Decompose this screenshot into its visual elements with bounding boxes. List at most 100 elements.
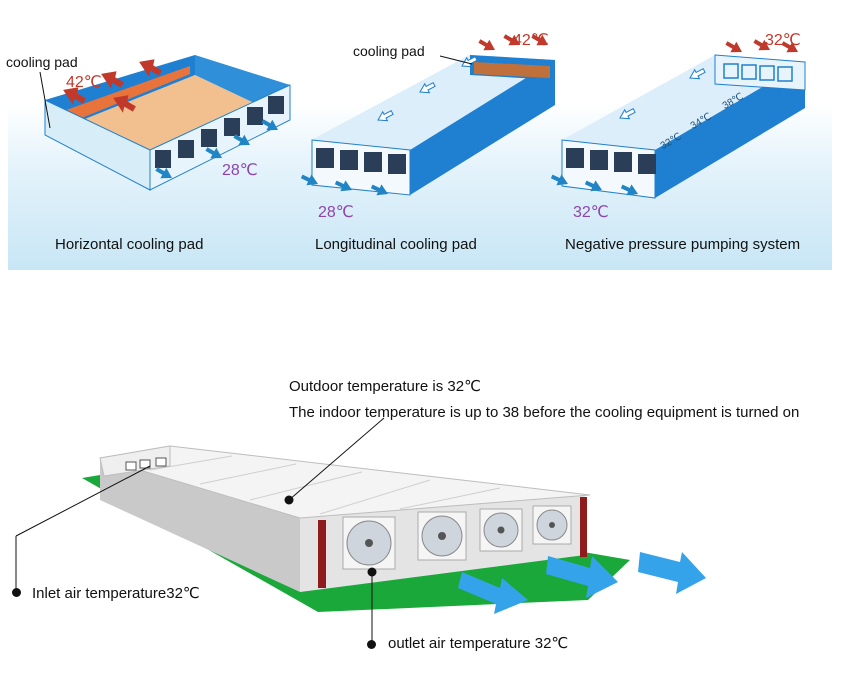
corner-post xyxy=(580,497,587,557)
long-side-wall xyxy=(100,458,300,592)
wall-airflow-arrows xyxy=(690,100,787,160)
airflow-arrow-icon xyxy=(732,124,747,134)
cooling-pad-strip xyxy=(474,62,550,78)
airflow-arrow-icon xyxy=(619,108,636,120)
wall-airflow-arrows xyxy=(440,98,537,160)
hot-arrow-icon xyxy=(63,87,86,105)
airflow-arrow-icon xyxy=(419,82,436,94)
large-fan-row xyxy=(342,505,572,570)
hot-arrow-icon xyxy=(781,41,798,53)
corner-post xyxy=(318,520,326,588)
hot-arrow-icon xyxy=(531,34,548,46)
panel-caption: Horizontal cooling pad xyxy=(55,236,204,253)
cool-arrow-icon xyxy=(550,174,568,186)
window-icon xyxy=(777,66,793,82)
outflow-arrows xyxy=(458,552,706,614)
fan-row xyxy=(316,148,406,174)
cool-arrow-icon xyxy=(233,134,250,146)
airflow-arrow-icon xyxy=(689,68,706,80)
airflow-arrow-icon xyxy=(638,552,706,594)
cooling-pad-label: cooling pad xyxy=(6,54,78,70)
outlet-bullet xyxy=(367,640,376,649)
airflow-arrow-icon xyxy=(522,98,537,108)
hot-temperature-label: 32℃ xyxy=(765,32,801,49)
fan-icon xyxy=(316,148,334,168)
airflow-arrow-icon xyxy=(458,572,528,614)
fan-icon xyxy=(532,505,572,545)
house-floor xyxy=(312,55,555,150)
cool-temperature-label: 32℃ xyxy=(573,204,609,221)
fan-icon xyxy=(614,152,632,172)
hot-air-arrows xyxy=(63,59,162,113)
window-icon xyxy=(759,65,775,81)
cool-air-arrows xyxy=(550,174,638,196)
inlet-windows xyxy=(723,63,793,82)
roof-panels xyxy=(149,455,501,515)
fan-icon xyxy=(479,508,523,552)
window-icon xyxy=(155,457,167,467)
fan-icon xyxy=(268,96,284,114)
fan-icon xyxy=(178,140,194,158)
fan-icon xyxy=(388,154,406,174)
hot-arrow-icon xyxy=(101,71,124,89)
inlet-pointer-line xyxy=(15,465,151,537)
fan-icon xyxy=(247,107,263,125)
hot-arrow-icon xyxy=(478,39,495,51)
fan-row xyxy=(566,148,656,174)
fan-row xyxy=(155,96,284,168)
cool-arrow-icon xyxy=(584,180,602,192)
cool-arrow-icon xyxy=(205,147,222,159)
hot-arrow-icon xyxy=(139,59,162,77)
pad-pointer-line xyxy=(39,71,51,129)
fan-icon xyxy=(638,154,656,174)
hot-arrow-icon xyxy=(113,95,136,113)
airflow-arrow-icon xyxy=(440,150,455,160)
inner-airflow-arrows xyxy=(619,68,706,120)
window-icon xyxy=(139,459,151,469)
inlet-air-label: Inlet air temperature32℃ xyxy=(32,585,200,602)
window-icon xyxy=(723,63,739,79)
anchor-dot xyxy=(367,567,377,577)
airflow-arrow-icon xyxy=(690,150,705,160)
fan-icon xyxy=(590,150,608,170)
window-icon xyxy=(125,461,137,471)
cool-air-arrows xyxy=(155,119,278,179)
side-wall xyxy=(655,62,805,198)
fan-icon xyxy=(155,150,171,168)
cool-arrow-icon xyxy=(261,119,278,131)
panel-caption: Negative pressure pumping system xyxy=(565,236,801,253)
cool-arrow-icon xyxy=(370,184,388,196)
cool-arrow-icon xyxy=(155,167,172,179)
inlet-gable xyxy=(99,445,171,477)
cooling-pad-label: cooling pad xyxy=(353,43,425,59)
airflow-arrow-icon xyxy=(461,56,478,68)
hot-arrow-icon xyxy=(503,34,520,46)
cool-temperature-label: 28℃ xyxy=(222,162,258,179)
cool-arrow-icon xyxy=(334,180,352,192)
cool-air-arrows xyxy=(300,174,388,196)
outdoor-pointer-line xyxy=(288,417,385,501)
hot-temperature-label: 42℃ xyxy=(513,32,549,49)
airflow-arrow-icon xyxy=(546,556,618,598)
cool-arrow-icon xyxy=(620,184,638,196)
airflow-arrow-icon xyxy=(482,124,497,134)
pad-pointer-line xyxy=(439,55,473,65)
end-wall xyxy=(44,99,151,191)
airflow-arrow-icon xyxy=(377,110,394,122)
anchor-dot xyxy=(284,495,294,505)
hot-air-arrows xyxy=(725,39,798,53)
cool-temperature-label: 28℃ xyxy=(318,204,354,221)
cool-arrow-icon xyxy=(300,174,318,186)
fan-icon xyxy=(342,516,396,570)
inner-airflow-arrows xyxy=(377,56,478,122)
fan-icon xyxy=(364,152,382,172)
outlet-air-label: outlet air temperature 32℃ xyxy=(388,635,569,652)
hot-temperature-label: 42℃ xyxy=(66,74,102,91)
panel-caption: Longitudinal cooling pad xyxy=(315,236,477,253)
hot-air-arrows xyxy=(478,34,548,51)
airflow-arrow-icon xyxy=(772,100,787,110)
fan-icon xyxy=(566,148,584,168)
